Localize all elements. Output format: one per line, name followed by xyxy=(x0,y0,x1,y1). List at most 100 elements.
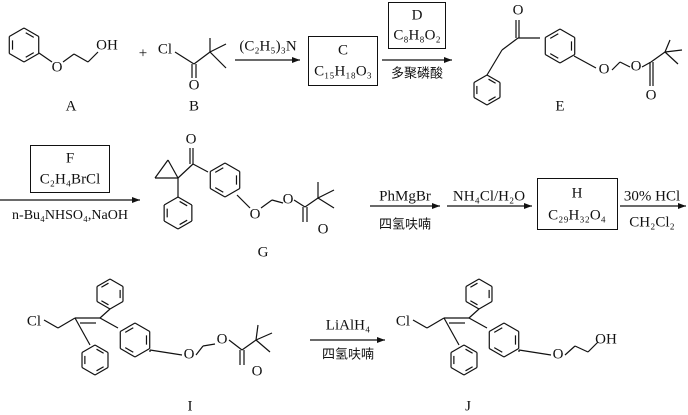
reagent-phmgbr: PhMgBr xyxy=(379,188,431,205)
bond xyxy=(664,49,683,53)
compound-f-formula: C₂H₄BrCl xyxy=(39,171,101,188)
benzene-ring xyxy=(177,220,193,230)
bond xyxy=(664,39,671,53)
bond xyxy=(209,51,227,69)
bond xyxy=(43,319,59,329)
bond xyxy=(501,37,519,51)
compound-h-box xyxy=(537,178,618,230)
reagent-phase-transfer: n-Bu₄NHSO₄,NaOH xyxy=(12,208,128,223)
bond xyxy=(260,199,273,209)
aromatic-bond xyxy=(124,327,134,333)
bond xyxy=(209,43,227,53)
bond xyxy=(74,317,91,346)
aromatic-bond xyxy=(214,187,224,193)
bond xyxy=(192,163,209,173)
compound-i-carbonyl-oxygen: O xyxy=(251,363,263,380)
bond xyxy=(293,199,306,208)
benzene-ring xyxy=(473,96,488,106)
bond xyxy=(255,339,271,353)
bond xyxy=(587,341,599,353)
aromatic-bond xyxy=(493,347,503,353)
benzene-ring xyxy=(450,344,465,354)
aromatic-bond xyxy=(96,366,104,372)
aromatic-bond xyxy=(470,300,478,306)
aromatic-bond xyxy=(101,300,109,306)
bond xyxy=(241,339,257,351)
compound-a-oxygen: O xyxy=(51,59,63,76)
benzene-ring xyxy=(463,344,478,354)
compound-g-carbonyl-oxygen: O xyxy=(317,221,329,238)
aromatic-bond xyxy=(465,366,473,372)
bond xyxy=(195,345,204,356)
compound-e-ketone-oxygen: O xyxy=(512,2,524,19)
compound-f-box xyxy=(30,145,110,193)
benzene-ring xyxy=(209,187,226,198)
compound-i-ether-oxygen: O xyxy=(183,346,195,363)
benzene-ring xyxy=(8,52,25,63)
reagent-dichloromethane: CH₂Cl₂ xyxy=(629,214,675,231)
benzene-ring xyxy=(81,366,96,376)
compound-i-label: I xyxy=(187,398,193,415)
bond xyxy=(255,324,259,341)
benzene-ring xyxy=(544,28,561,39)
compound-e-ester-oxygen: O xyxy=(630,58,642,75)
bond xyxy=(518,349,552,356)
benzene-ring xyxy=(559,28,576,39)
aromatic-bond xyxy=(25,52,35,58)
bond xyxy=(99,308,111,319)
bond xyxy=(228,339,243,351)
bond xyxy=(317,197,335,209)
compound-f-label: F xyxy=(65,150,75,167)
benzene-ring xyxy=(8,27,25,38)
benzene-ring xyxy=(119,322,136,333)
bond xyxy=(62,53,75,63)
benzene-ring xyxy=(478,300,493,310)
benzene-ring xyxy=(134,347,151,358)
cyclopropane xyxy=(167,159,179,179)
bond xyxy=(57,317,76,329)
benzene-ring xyxy=(465,278,480,288)
bond xyxy=(443,317,460,346)
aromatic-bond xyxy=(488,78,496,84)
bond xyxy=(236,194,251,209)
aromatic-bond xyxy=(124,347,134,353)
compound-a-label: A xyxy=(65,98,77,115)
compound-d-box xyxy=(388,2,446,49)
bond xyxy=(573,55,597,69)
benzene-ring xyxy=(134,322,151,333)
arrow-head xyxy=(678,203,686,209)
bond xyxy=(426,317,445,329)
plus-sign: + xyxy=(138,45,148,62)
compound-c-formula: C₁₅H₁₈O₃ xyxy=(314,63,372,80)
aromatic-bond xyxy=(25,32,35,38)
benzene-ring xyxy=(109,300,124,310)
compound-c-box xyxy=(308,36,378,86)
bond xyxy=(619,61,631,68)
cyclopropane xyxy=(154,159,169,179)
benzene-ring xyxy=(96,300,111,310)
reagent-lialh4: LiAlH₄ xyxy=(325,317,371,334)
benzene-ring xyxy=(109,278,124,288)
bond xyxy=(468,308,480,319)
reagent-polyphosphoric-acid: 多聚磷酸 xyxy=(390,66,444,82)
benzene-ring xyxy=(450,366,465,376)
compound-e-ether-oxygen: O xyxy=(598,61,610,78)
reagent-hcl: 30% HCl xyxy=(623,188,681,205)
bond xyxy=(271,199,284,204)
compound-e-label: E xyxy=(555,98,565,115)
bond xyxy=(650,51,666,63)
aromatic-bond xyxy=(549,33,559,39)
bond xyxy=(73,53,89,63)
compound-a-hydroxyl: OH xyxy=(96,37,118,54)
benzene-ring xyxy=(119,347,136,358)
compound-g-ether-oxygen: O xyxy=(249,206,261,223)
aromatic-bond xyxy=(179,219,188,226)
arrow-head xyxy=(432,203,440,209)
reagent-thf-2: 四氢呋喃 xyxy=(321,347,375,363)
benzene-ring xyxy=(23,52,40,63)
benzene-ring xyxy=(503,322,520,333)
bond xyxy=(664,51,679,65)
benzene-ring xyxy=(559,53,576,64)
